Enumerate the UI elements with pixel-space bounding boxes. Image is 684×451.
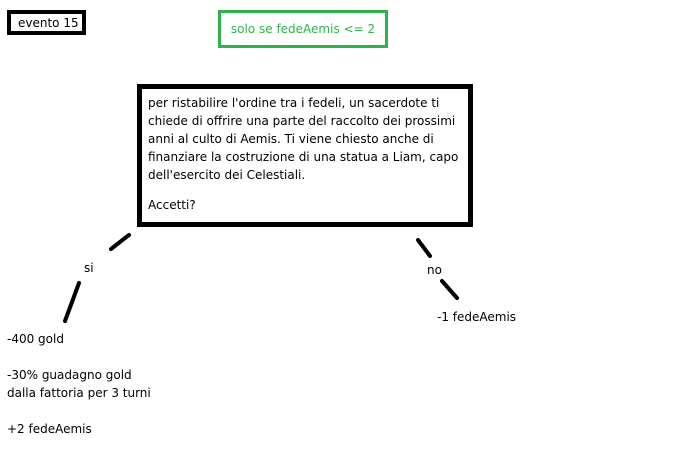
no-branch-label: no: [427, 263, 442, 277]
question-line: chiede di offrire una parte del raccolto…: [148, 114, 456, 128]
condition-box: solo se fedeAemis <= 2: [218, 10, 388, 48]
no-effect-faith: -1 fedeAemis: [437, 310, 517, 324]
yes-branch-label: si: [84, 261, 94, 275]
yes-effect-faith: +2 fedeAemis: [7, 422, 92, 436]
question-line: per ristabilire l'ordine tra i fedeli, u…: [148, 96, 440, 110]
question-line: anni al culto di Aemis. Ti viene chiesto…: [148, 132, 434, 146]
yes-connector-bottom: [63, 281, 81, 323]
question-line: finanziare la costruzione di una statua …: [148, 150, 459, 164]
no-connector-bottom: [440, 279, 459, 300]
yes-effect-farm: -30% guadagno gold: [7, 368, 132, 382]
question-prompt: Accetti?: [148, 198, 196, 212]
no-connector-top: [416, 238, 432, 258]
question-box: per ristabilire l'ordine tra i fedeli, u…: [137, 84, 473, 227]
event-title: evento 15: [18, 16, 79, 30]
yes-effect-farm-cont: dalla fattoria per 3 turni: [7, 386, 151, 400]
question-line: dell'esercito dei Celestiali.: [148, 168, 306, 182]
condition-text: solo se fedeAemis <= 2: [230, 22, 376, 36]
yes-effects-list: -400 gold -30% guadagno gold dalla fatto…: [7, 330, 151, 438]
yes-effect-gold: -400 gold: [7, 332, 64, 346]
event-title-box: evento 15: [7, 10, 86, 35]
yes-connector-top: [109, 233, 131, 251]
